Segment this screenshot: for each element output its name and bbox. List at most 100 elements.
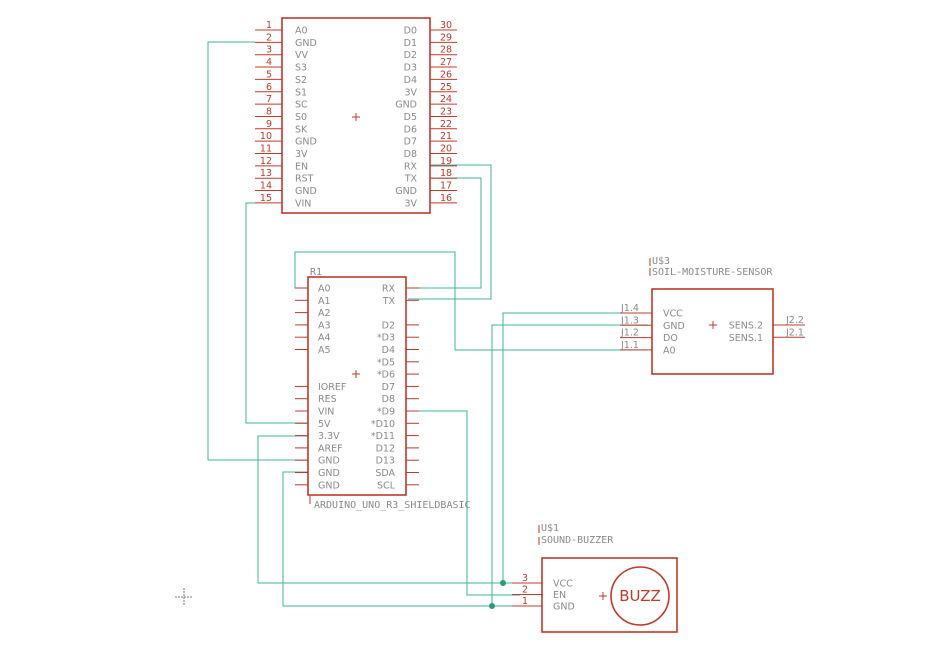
pin-pad: J2.2: [785, 315, 804, 326]
pin-number: 20: [440, 144, 452, 155]
pin-label: EN: [295, 161, 308, 172]
pin-label: GND: [395, 100, 417, 111]
pin-number: 6: [266, 82, 272, 93]
pin-label: *D5: [377, 357, 395, 368]
pin-label: TX: [382, 296, 396, 307]
pin-number: 3: [266, 45, 272, 56]
pin-number: 29: [440, 32, 452, 43]
junction-dot: [500, 580, 506, 586]
pin-pad: J1.1: [620, 340, 639, 351]
pin-number: 5: [266, 69, 272, 80]
pin-number: 8: [266, 106, 272, 117]
pin-label: SENS.2: [729, 321, 763, 332]
pin-number: 24: [440, 94, 452, 105]
pin-number: 10: [260, 131, 272, 142]
junction-dot: [489, 603, 495, 609]
pin-number: 30: [440, 20, 452, 31]
pin-label: SCL: [377, 480, 396, 491]
pin-label: A0: [663, 345, 676, 356]
buzzer-symbol-text: BUZZ: [619, 587, 661, 605]
pin-label: TX: [404, 174, 418, 185]
pin-label: AREF: [318, 443, 343, 454]
pin-label: A1: [318, 296, 331, 307]
pin-label: *D6: [377, 370, 395, 381]
wires: [207, 41, 648, 609]
pin-number: 25: [440, 82, 452, 93]
pin-label: A0: [295, 26, 308, 37]
arduino-value-label: ARDUINO_UNO_R3_SHIELDBASIC: [314, 500, 471, 511]
pin-label: A3: [318, 320, 331, 331]
pin-label: RX: [382, 284, 396, 295]
pin-pad: J1.4: [620, 303, 639, 314]
wire-vin-to-arduino-5v[interactable]: [245, 202, 308, 424]
pin-label: A4: [318, 333, 331, 344]
pin-label: SK: [295, 124, 308, 135]
pin-number: 2: [522, 585, 528, 596]
pin-label: GND: [318, 468, 340, 479]
arduino-left-pins: A0A1A2A3A4A5IOREFRESVIN5V3.3VAREFGNDGNDG…: [295, 284, 346, 491]
pin-label: D7: [404, 137, 417, 148]
top-module-right-pins: 30D029D128D227D326D4253V24GND23D522D621D…: [395, 20, 457, 209]
pin-label: D4: [382, 345, 395, 356]
pin-pad: J1.3: [620, 315, 639, 326]
pin-number: 14: [260, 181, 272, 192]
pin-label: VIN: [295, 198, 311, 209]
pin-label: D12: [376, 443, 395, 454]
pin-label: D0: [404, 26, 417, 37]
pin-label: RST: [295, 174, 314, 185]
top-module-body: [281, 17, 431, 214]
pin-label: D8: [404, 149, 417, 160]
buzzer-value-label: SOUND-BUZZER: [541, 535, 614, 546]
arduino-symbol[interactable]: R1 A0A1A2A3A4A5IOREFRESVIN5V3.3VAREFGNDG…: [295, 267, 471, 511]
arduino-ref-label: R1: [310, 267, 322, 278]
pin-number: 16: [440, 193, 452, 204]
canvas-origin-marker: [175, 588, 193, 606]
pin-label: D1: [404, 38, 417, 49]
wire-gnd-to-buzzer-gnd[interactable]: [282, 471, 520, 607]
pin-label: 3.3V: [318, 431, 340, 442]
pin-label: D2: [382, 320, 395, 331]
wire-soil-vcc[interactable]: [502, 312, 648, 583]
pin-label: *D11: [371, 431, 395, 442]
wire-d9-to-buzzer-en[interactable]: [408, 410, 520, 596]
arduino-right-pins: RXTXD2*D3D4*D5*D6D7D8*D9*D10*D11D12D13SD…: [371, 284, 419, 491]
wire-rx-to-arduino-tx[interactable]: [408, 164, 492, 300]
wire-a0-to-soil-a0[interactable]: [294, 251, 648, 351]
pin-number: 1: [266, 20, 272, 31]
pin-label: VCC: [663, 309, 683, 320]
pin-number: 15: [260, 193, 272, 204]
pin-label: *D10: [371, 419, 395, 430]
pin-number: 11: [260, 144, 272, 155]
pin-label: GND: [318, 480, 340, 491]
pin-label: A5: [318, 345, 331, 356]
pin-number: 7: [266, 94, 272, 105]
pin-label: GND: [295, 137, 317, 148]
pin-label: 5V: [318, 419, 331, 430]
pin-number: 19: [440, 156, 452, 167]
pin-label: A2: [318, 308, 331, 319]
buzzer-ref-label: U$1: [541, 523, 559, 534]
pin-label: S3: [295, 63, 307, 74]
wire-gnd-top-to-arduino-gnd[interactable]: [207, 41, 308, 461]
pin-label: SC: [295, 100, 308, 111]
pin-label: D3: [404, 63, 417, 74]
wire-soil-gnd[interactable]: [491, 324, 648, 606]
pin-label: 3V: [295, 149, 308, 160]
pin-label: SDA: [375, 468, 395, 479]
soil-sensor-value-label: SOIL-MOISTURE-SENSOR: [652, 267, 773, 278]
pin-label: *D3: [377, 333, 395, 344]
pin-label: A0: [318, 284, 331, 295]
pin-number: 26: [440, 69, 452, 80]
pin-pad: J2.1: [785, 327, 804, 338]
pin-pad: J1.2: [620, 328, 639, 339]
wire-3v3-to-buzzer-vcc[interactable]: [257, 435, 520, 584]
pin-label: S0: [295, 112, 307, 123]
pin-label: D6: [404, 124, 417, 135]
pin-label: GND: [295, 38, 317, 49]
